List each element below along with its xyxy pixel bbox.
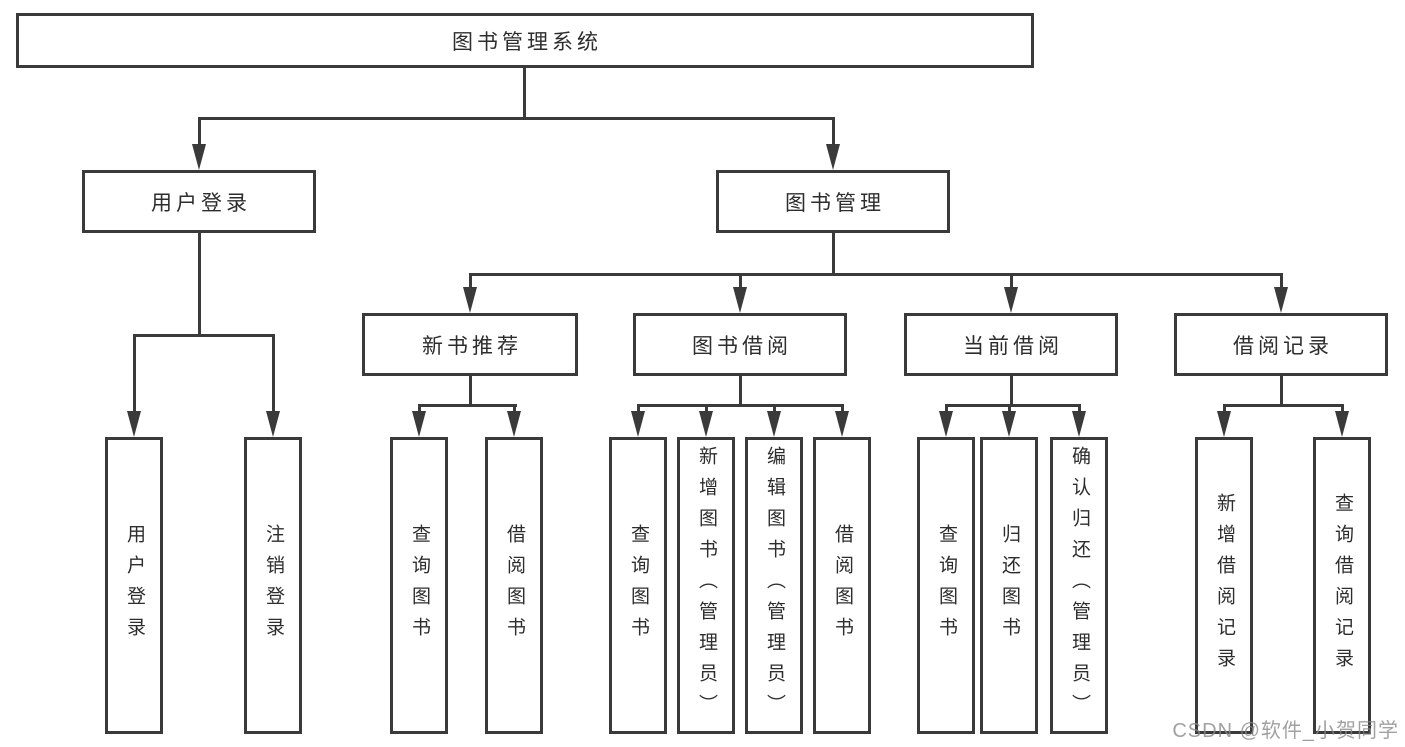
connector-drop-book-management <box>832 117 835 145</box>
leaf-node-br-add-record: 新增借阅记录 <box>1195 437 1253 734</box>
connector-current-borrowing-rail <box>945 404 1081 407</box>
leaf-label: 借阅图书 <box>503 523 525 648</box>
connector-user-login-stem <box>198 233 201 337</box>
connector-drop-book-borrowing <box>739 273 742 291</box>
node-new-book-recommend-label: 新书推荐 <box>422 334 522 358</box>
node-new-book-recommend: 新书推荐 <box>362 313 578 376</box>
arrow-down-icon <box>631 411 645 437</box>
leaf-node-bb-add-books: 新增图书（管理员） <box>677 437 735 734</box>
node-borrowing-records: 借阅记录 <box>1174 313 1388 376</box>
connector-drop-user-login <box>198 117 201 145</box>
csdn-watermark: CSDN @软件_小贺同学 <box>1172 720 1399 742</box>
node-book-management: 图书管理 <box>716 170 950 233</box>
arrow-down-icon <box>127 411 141 437</box>
leaf-label: 确认归还（管理员） <box>1068 446 1090 725</box>
leaf-label: 用户登录 <box>123 523 145 648</box>
connector-new-book-recommend-stem <box>469 376 472 407</box>
arrow-down-icon <box>1274 287 1288 313</box>
connector-user-login-rail <box>133 334 275 337</box>
leaf-node-nb-query-books: 查询图书 <box>390 437 448 734</box>
connector-drop-current-borrowing <box>1010 273 1013 291</box>
arrow-down-icon <box>1072 411 1086 437</box>
node-current-borrowing-label: 当前借阅 <box>963 334 1063 358</box>
arrow-down-icon <box>699 411 713 437</box>
connector-current-borrowing-stem <box>1010 376 1013 407</box>
leaf-label: 归还图书 <box>998 523 1020 648</box>
connector-root-stem <box>523 68 526 120</box>
leaf-node-bb-query-books: 查询图书 <box>609 437 667 734</box>
arrow-down-icon <box>266 411 280 437</box>
arrow-down-icon <box>767 411 781 437</box>
arrow-down-icon <box>463 287 477 313</box>
leaf-node-logout: 注销登录 <box>244 437 302 734</box>
arrow-down-icon <box>733 287 747 313</box>
leaf-node-bb-edit-books: 编辑图书（管理员） <box>745 437 803 734</box>
connector-borrowing-records-stem <box>1280 376 1283 407</box>
connector-drop-new-book-recommend <box>469 273 472 291</box>
leaf-label: 查询借阅记录 <box>1331 492 1353 679</box>
leaf-node-cb-return-books: 归还图书 <box>980 437 1038 734</box>
leaf-node-cb-confirm-return: 确认归还（管理员） <box>1050 437 1108 734</box>
arrow-down-icon <box>939 411 953 437</box>
connector-book-borrowing-rail <box>637 404 844 407</box>
arrow-down-icon <box>835 411 849 437</box>
leaf-node-br-query-record: 查询借阅记录 <box>1313 437 1371 734</box>
node-current-borrowing: 当前借阅 <box>904 313 1118 376</box>
leaf-node-user-login: 用户登录 <box>105 437 163 734</box>
arrow-down-icon <box>1004 287 1018 313</box>
connector-drop-nb-borrow <box>513 404 516 414</box>
leaf-node-nb-borrow-books: 借阅图书 <box>485 437 543 734</box>
connector-drop-bb-borrow <box>841 404 844 414</box>
leaf-node-bb-borrow-books: 借阅图书 <box>813 437 871 734</box>
connector-book-borrowing-stem <box>739 376 742 407</box>
leaf-label: 查询图书 <box>935 523 957 648</box>
arrow-down-icon <box>412 411 426 437</box>
leaf-node-cb-query-books: 查询图书 <box>917 437 975 734</box>
arrow-down-icon <box>192 144 206 170</box>
node-root-label: 图书管理系统 <box>452 30 602 54</box>
leaf-label: 新增图书（管理员） <box>695 446 717 725</box>
connector-drop-nb-query <box>418 404 421 414</box>
connector-new-book-recommend-rail <box>418 404 517 407</box>
node-user-login-label: 用户登录 <box>151 191 251 215</box>
connector-level2-rail <box>198 117 835 120</box>
node-book-management-label: 图书管理 <box>785 191 885 215</box>
leaf-label: 查询图书 <box>408 523 430 648</box>
connector-book-management-stem <box>832 233 835 276</box>
connector-drop-leaf-logout <box>272 334 275 414</box>
leaf-label: 新增借阅记录 <box>1213 492 1235 679</box>
arrow-down-icon <box>507 411 521 437</box>
node-borrowing-records-label: 借阅记录 <box>1233 334 1333 358</box>
node-user-login: 用户登录 <box>82 170 316 233</box>
leaf-label: 注销登录 <box>262 523 284 648</box>
arrow-down-icon <box>1335 411 1349 437</box>
connector-borrowing-records-rail <box>1223 404 1344 407</box>
leaf-label: 借阅图书 <box>831 523 853 648</box>
connector-drop-borrowing-records <box>1280 273 1283 291</box>
connector-drop-bb-query <box>637 404 640 414</box>
connector-drop-br-query <box>1341 404 1344 414</box>
arrow-down-icon <box>826 144 840 170</box>
node-book-borrowing-label: 图书借阅 <box>692 334 792 358</box>
connector-drop-leaf-user-login <box>133 334 136 414</box>
node-root: 图书管理系统 <box>16 13 1034 68</box>
arrow-down-icon <box>1002 411 1016 437</box>
leaf-label: 查询图书 <box>627 523 649 648</box>
connector-drop-cb-return <box>1008 404 1011 414</box>
node-book-borrowing: 图书借阅 <box>633 313 847 376</box>
connector-drop-cb-confirm <box>1078 404 1081 414</box>
connector-drop-cb-query <box>945 404 948 414</box>
connector-drop-bb-edit <box>773 404 776 414</box>
leaf-label: 编辑图书（管理员） <box>763 446 785 725</box>
connector-drop-bb-add <box>705 404 708 414</box>
arrow-down-icon <box>1217 411 1231 437</box>
connector-level3-rail <box>469 273 1283 276</box>
connector-drop-br-add <box>1223 404 1226 414</box>
